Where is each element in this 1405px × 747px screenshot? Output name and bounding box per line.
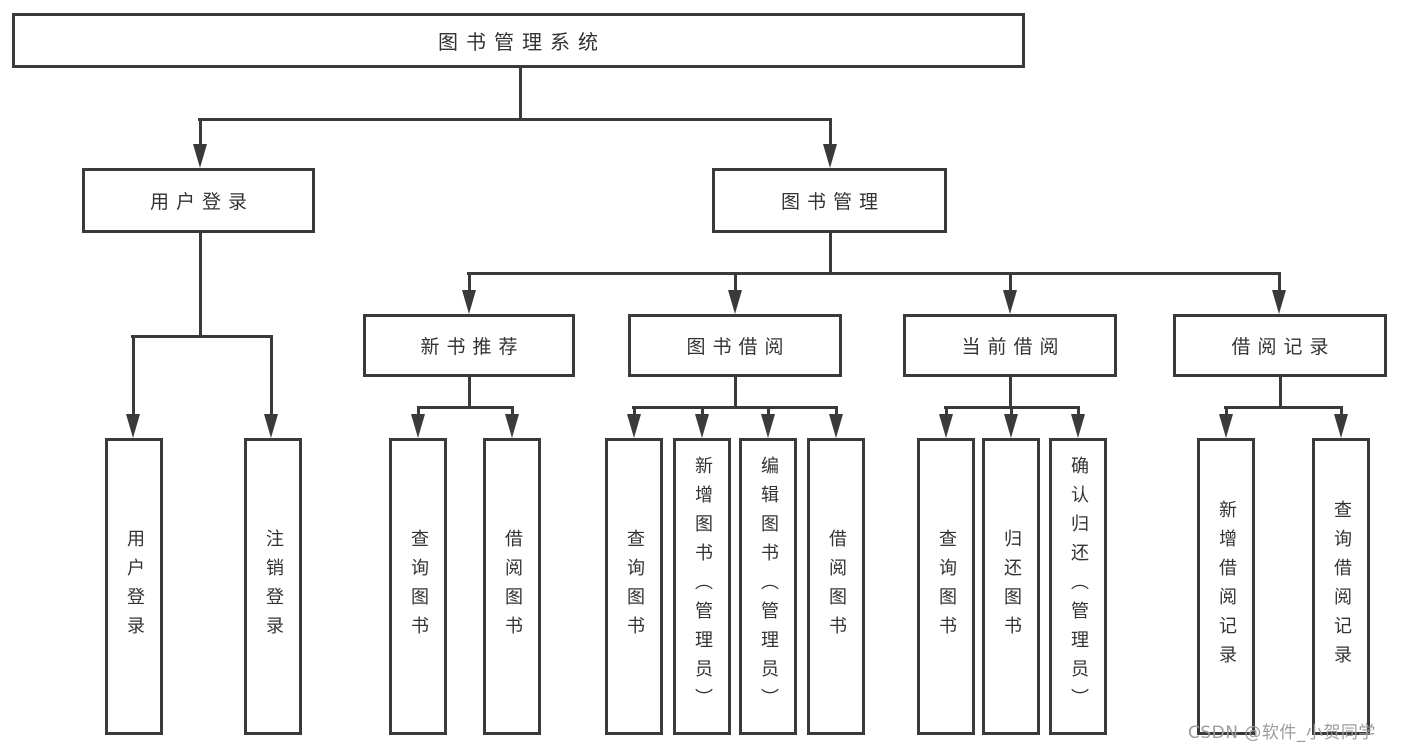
leaf-query-books-borrow: 查询图书: [605, 438, 663, 735]
connector-vline: [467, 272, 471, 292]
connector-vline: [1008, 377, 1012, 408]
leaf-query-borrow-record: 查询借阅记录: [1312, 438, 1370, 735]
connector-vline: [198, 233, 202, 338]
arrow-down-icon: [1334, 414, 1348, 438]
connector-vline: [1076, 406, 1080, 416]
leaf-add-borrow-record: 新增借阅记录: [1197, 438, 1255, 735]
node-book-borrowing: 图书借阅: [628, 314, 842, 377]
connector-vline: [519, 68, 522, 121]
connector-vline: [828, 233, 832, 275]
arrow-down-icon: [1272, 290, 1286, 314]
connector-hline: [1224, 406, 1343, 409]
connector-vline: [1339, 406, 1343, 416]
connector-hline: [467, 272, 1281, 275]
connector-vline: [834, 406, 838, 416]
arrow-down-icon: [939, 414, 953, 438]
arrow-down-icon: [627, 414, 641, 438]
leaf-logout: 注销登录: [244, 438, 302, 735]
arrow-down-icon: [411, 414, 425, 438]
connector-vline: [828, 120, 832, 146]
arrow-down-icon: [829, 414, 843, 438]
arrow-down-icon: [728, 290, 742, 314]
arrow-down-icon: [505, 414, 519, 438]
connector-vline: [467, 377, 471, 408]
arrow-down-icon: [126, 414, 140, 438]
connector-vline: [198, 120, 202, 146]
arrow-down-icon: [193, 144, 207, 168]
connector-vline: [269, 335, 273, 416]
leaf-borrow-books-recommend: 借阅图书: [483, 438, 541, 735]
connector-vline: [766, 406, 770, 416]
connector-vline: [733, 377, 737, 408]
connector-vline: [1277, 272, 1281, 292]
arrow-down-icon: [1071, 414, 1085, 438]
connector-vline: [700, 406, 704, 416]
leaf-user-login: 用户登录: [105, 438, 163, 735]
node-user-login: 用户登录: [82, 168, 315, 233]
leaf-return-books: 归还图书: [982, 438, 1040, 735]
connector-vline: [1224, 406, 1228, 416]
node-current-borrowing: 当前借阅: [903, 314, 1117, 377]
leaf-confirm-return-admin: 确认归还（管理员）: [1049, 438, 1107, 735]
connector-vline: [416, 406, 420, 416]
connector-vline: [1278, 377, 1282, 408]
leaf-query-books-current: 查询图书: [917, 438, 975, 735]
arrow-down-icon: [1003, 290, 1017, 314]
node-borrowing-records: 借阅记录: [1173, 314, 1387, 377]
connector-vline: [1009, 406, 1013, 416]
arrow-down-icon: [264, 414, 278, 438]
node-book-management: 图书管理: [712, 168, 947, 233]
arrow-down-icon: [1004, 414, 1018, 438]
leaf-edit-book-admin: 编辑图书（管理员）: [739, 438, 797, 735]
arrow-down-icon: [695, 414, 709, 438]
arrow-down-icon: [823, 144, 837, 168]
leaf-query-books-recommend: 查询图书: [389, 438, 447, 735]
connector-hline: [198, 118, 832, 121]
leaf-borrow-books: 借阅图书: [807, 438, 865, 735]
connector-hline: [131, 335, 273, 338]
csdn-watermark: CSDN @软件_小贺同学: [1188, 723, 1376, 743]
arrow-down-icon: [1219, 414, 1233, 438]
connector-vline: [1008, 272, 1012, 292]
connector-vline: [632, 406, 636, 416]
connector-hline: [417, 406, 514, 409]
connector-vline: [733, 272, 737, 292]
connector-vline: [510, 406, 514, 416]
leaf-add-book-admin: 新增图书（管理员）: [673, 438, 731, 735]
arrow-down-icon: [462, 290, 476, 314]
node-new-book-recommendation: 新书推荐: [363, 314, 575, 377]
arrow-down-icon: [761, 414, 775, 438]
node-library-management-system: 图书管理系统: [12, 13, 1025, 68]
connector-vline: [131, 335, 135, 416]
connector-vline: [944, 406, 948, 416]
